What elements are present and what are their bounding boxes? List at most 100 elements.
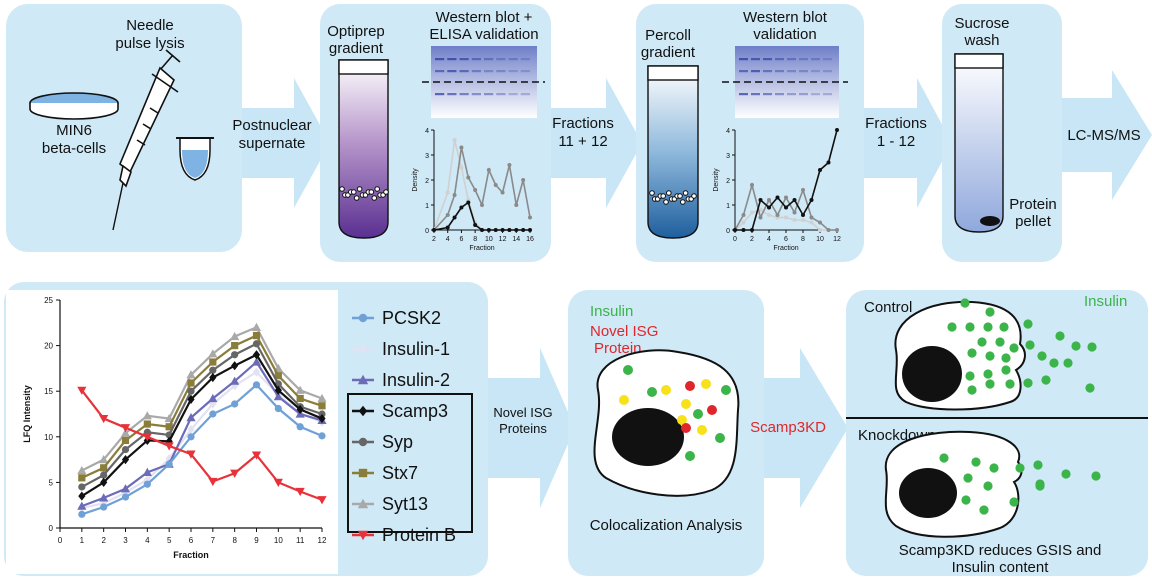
blot-band [775,70,784,73]
insulin-granule [983,481,993,491]
series-point [459,205,464,210]
series-point [792,218,797,222]
x-tick-label: 8 [473,236,477,243]
x-tick-label: 16 [526,236,534,243]
x-tick-label: 14 [512,236,520,243]
series-line-syp [81,342,323,488]
marker-circle [358,313,368,323]
arrow-novel-isg [478,348,575,508]
marker-triangle-up [77,501,87,510]
pellet-label-1: Protein [1009,196,1057,213]
insulin-granule [1037,351,1047,361]
band-dot [356,186,363,192]
blot-band [751,58,760,61]
series-point [459,165,464,170]
marker-diamond [358,405,368,417]
series-point [521,228,526,232]
marker-triangle-down [230,469,240,478]
western-blot-1 [422,46,545,118]
insulin-granule [1009,497,1019,507]
series-point [835,128,839,132]
y-tick-label: 10 [44,433,53,442]
blot-band [751,70,760,73]
series-point [480,203,484,207]
series-point [452,138,457,142]
marker-circle [209,410,217,418]
series-point [486,228,491,232]
band-dot [691,193,697,199]
x-tick-label: 12 [833,236,841,243]
marker-triangle-down [164,442,174,451]
y-tick-label: 25 [44,296,53,305]
series-point [809,198,814,202]
marker-triangle-up [186,413,196,422]
cells-label-1: MIN6 [56,122,92,139]
x-tick-label: 10 [816,236,824,243]
x-axis-label: Fraction [773,245,798,252]
y-tick-label: 0 [726,228,730,235]
series-point [473,188,478,192]
blot-band [471,70,481,73]
x-tick-label: 12 [318,536,327,545]
isg-granule [685,381,695,391]
marker-triangle-down [273,478,283,487]
band-dot [660,193,667,199]
marker-diamond [121,455,130,465]
control-label: Control [864,299,912,316]
blot-band [739,93,748,96]
series-point [521,178,526,182]
insulin-granule [965,322,975,332]
blot-band [799,93,808,96]
y-axis-label: Density [412,168,419,192]
blot-band [435,70,445,73]
marker-diamond [252,350,261,360]
insulin-granule [1005,379,1015,389]
marker-diamond [296,404,304,415]
x-axis-label: Fraction [469,245,494,252]
x-tick-label: 2 [750,236,754,243]
cell-novel-label-1: Novel ISG [590,323,658,340]
insulin-label-right: Insulin [1084,293,1127,310]
band-dot [663,199,669,205]
isg-granule [681,399,691,409]
blot-band [775,58,784,61]
x-tick-label: 4 [446,236,450,243]
insulin-granule [1009,343,1019,353]
marker-diamond [187,424,195,435]
band-dot [677,193,683,199]
arrow-lcmsms [1050,70,1152,200]
insulin-granule [1055,331,1065,341]
sucrose-label-2: wash [963,32,999,49]
marker-triangle-up [142,411,152,420]
marker-triangle-up [120,428,131,437]
band-dot [374,186,381,192]
series-point [826,228,831,232]
insulin-granule [939,453,949,463]
marker-circle [187,387,195,395]
arrow1-label-1: Postnuclear [232,117,311,134]
insulin-granule [1063,358,1073,368]
marker-circle [78,510,86,518]
x-tick-label: 4 [145,536,150,545]
blot-band [484,58,494,61]
band-dot [680,199,686,205]
series-point [500,228,505,232]
series-point [741,228,746,232]
insulin-granule [995,337,1005,347]
blot-band [508,70,518,73]
x-tick-label: 0 [58,536,63,545]
series-point [758,215,763,220]
band-dot [682,190,689,196]
syringe-icon [112,49,181,231]
marker-triangle-up [142,467,152,476]
marker-triangle-up [230,376,240,385]
marker-square [165,423,173,431]
blot-band [799,58,808,61]
marker-triangle-down [317,496,327,505]
marker-triangle-up [186,370,196,379]
insulin-granule [960,298,970,308]
marker-square [100,464,108,472]
series-point [493,228,498,232]
blot-band [823,93,832,96]
